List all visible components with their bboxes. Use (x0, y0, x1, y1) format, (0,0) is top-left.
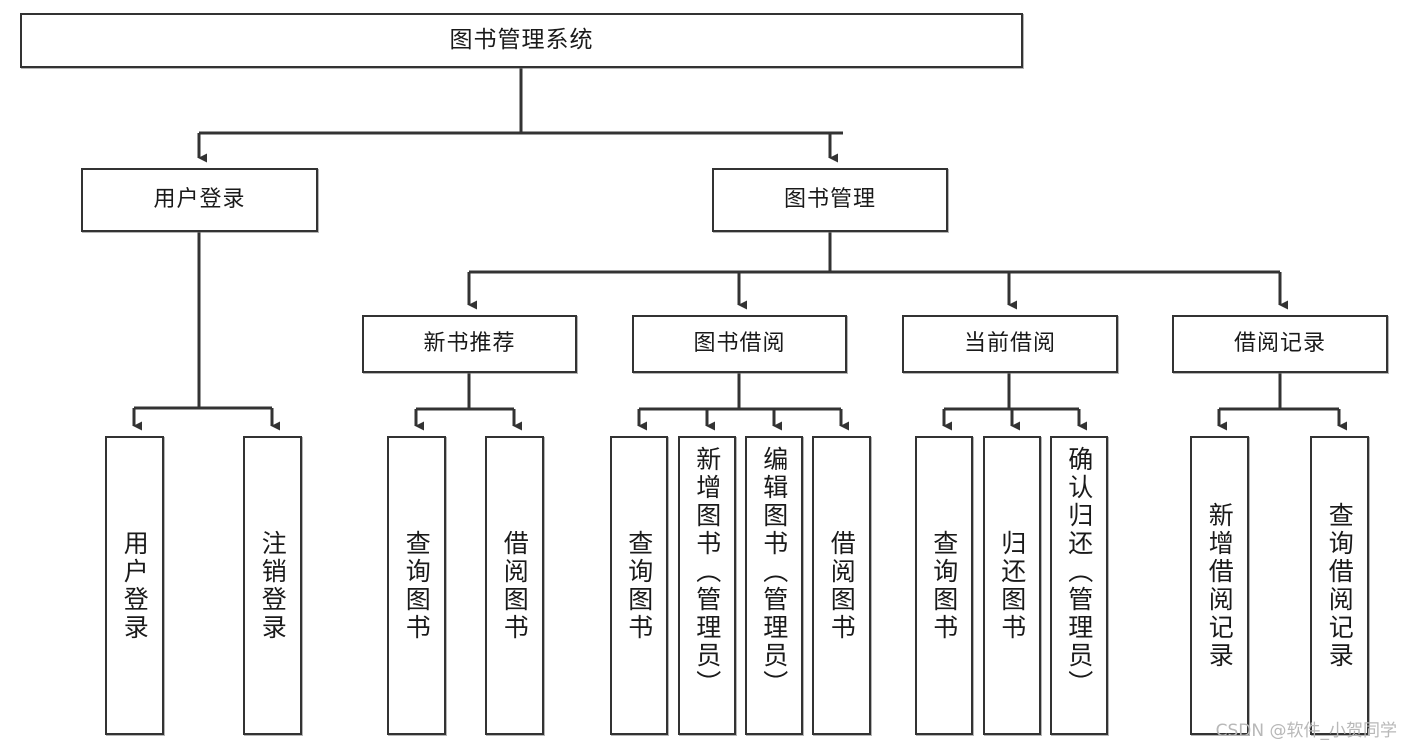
node-leaf-user-logout[interactable]: 注销登录 (243, 436, 302, 735)
node-new-book-rec-label: 新书推荐 (423, 331, 516, 357)
node-leaf-query-book-cur[interactable]: 查询图书 (915, 436, 973, 735)
node-leaf-edit-book-label: 编辑图书（管理员） (759, 446, 789, 698)
node-leaf-query-record-label: 查询借阅记录 (1325, 501, 1355, 670)
node-leaf-borrow-book-label: 借阅图书 (827, 529, 857, 642)
node-current-borrow-label: 当前借阅 (963, 331, 1056, 357)
node-leaf-query-book-rec[interactable]: 查询图书 (387, 436, 446, 735)
node-leaf-confirm-return[interactable]: 确认归还（管理员） (1050, 436, 1108, 735)
node-leaf-query-book-cur-label: 查询图书 (929, 529, 959, 642)
node-leaf-add-record[interactable]: 新增借阅记录 (1190, 436, 1249, 735)
node-leaf-borrow-book-rec-label: 借阅图书 (500, 529, 530, 642)
node-root-label: 图书管理系统 (449, 27, 594, 54)
node-leaf-return-book[interactable]: 归还图书 (983, 436, 1041, 735)
node-leaf-query-record[interactable]: 查询借阅记录 (1310, 436, 1369, 735)
node-leaf-user-logout-label: 注销登录 (258, 529, 288, 642)
node-leaf-return-book-label: 归还图书 (997, 529, 1027, 642)
node-new-book-rec[interactable]: 新书推荐 (362, 315, 577, 373)
node-user-login[interactable]: 用户登录 (81, 168, 318, 232)
node-book-manage[interactable]: 图书管理 (712, 168, 948, 232)
node-leaf-borrow-book[interactable]: 借阅图书 (812, 436, 871, 735)
node-leaf-user-login[interactable]: 用户登录 (105, 436, 164, 735)
node-borrow-record[interactable]: 借阅记录 (1172, 315, 1388, 373)
node-leaf-add-book-label: 新增图书（管理员） (692, 446, 722, 698)
node-book-borrow[interactable]: 图书借阅 (632, 315, 847, 373)
node-leaf-borrow-book-rec[interactable]: 借阅图书 (485, 436, 544, 735)
node-borrow-record-label: 借阅记录 (1233, 331, 1326, 357)
node-leaf-edit-book[interactable]: 编辑图书（管理员） (745, 436, 803, 735)
node-leaf-query-book-rec-label: 查询图书 (402, 529, 432, 642)
node-book-borrow-label: 图书借阅 (693, 331, 786, 357)
node-current-borrow[interactable]: 当前借阅 (902, 315, 1118, 373)
node-leaf-add-record-label: 新增借阅记录 (1205, 501, 1235, 670)
node-leaf-query-book-borrow-label: 查询图书 (624, 529, 654, 642)
node-book-manage-label: 图书管理 (783, 187, 876, 213)
node-leaf-add-book[interactable]: 新增图书（管理员） (678, 436, 736, 735)
node-user-login-label: 用户登录 (153, 187, 246, 213)
node-leaf-user-login-label: 用户登录 (120, 529, 150, 642)
node-leaf-confirm-return-label: 确认归还（管理员） (1064, 446, 1094, 698)
watermark-text: CSDN @软件_小贺同学 (1215, 721, 1397, 741)
node-root[interactable]: 图书管理系统 (20, 13, 1023, 68)
node-leaf-query-book-borrow[interactable]: 查询图书 (610, 436, 668, 735)
